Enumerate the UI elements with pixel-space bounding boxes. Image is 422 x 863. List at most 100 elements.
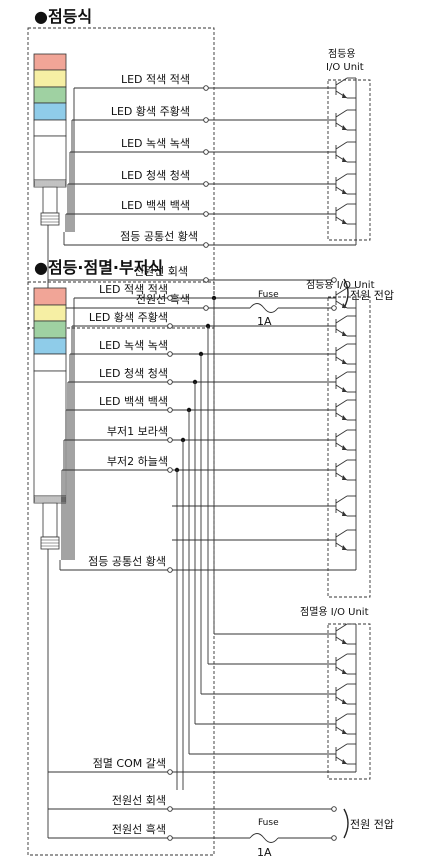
section2-title: ●점등·점멸·부저식 (34, 258, 163, 277)
tower2-yellow-tier (33, 304, 67, 322)
section2-transistors (335, 287, 356, 765)
section2-fuse-label: Fuse (258, 818, 279, 828)
section2-transistor-top-8 (335, 495, 356, 517)
tower2-white-tier (33, 353, 67, 372)
section1-terminal-1 (203, 85, 209, 91)
section2-io-unit-bottom-label: 점멸용 I/O Unit (300, 606, 369, 618)
section2-terminal-5 (167, 407, 173, 413)
tower1-white-tier (33, 119, 67, 137)
section1-power-label: 전원 전압 (350, 289, 394, 302)
section1-transistor-1 (335, 77, 356, 99)
tower1-pole (42, 186, 58, 214)
section2-terminal-4 (167, 379, 173, 385)
tower1-blue-tier (33, 102, 67, 121)
tower1-body (33, 135, 67, 181)
section1-fuse-rating: 1A (257, 315, 272, 328)
tower1-green-tier (33, 86, 67, 104)
section2-terminal-3 (167, 351, 173, 357)
section2-com-label: 점멸 COM 갈색 (93, 756, 166, 770)
section1-power-gray-end (331, 277, 337, 283)
section2-terminal-1 (167, 295, 173, 301)
section2-transistor-top-6 (335, 429, 356, 451)
section1-wire-label-1: LED 적색 적색 (121, 73, 190, 86)
section1-transistor-4 (335, 173, 356, 195)
section2-wire-label-7: 부저2 하늘색 (107, 454, 168, 468)
section2-terminal-6 (167, 437, 173, 443)
section2-transistor-top-5 (335, 399, 356, 421)
section1-terminal-4 (203, 181, 209, 187)
section2-transistor-top-9 (335, 529, 356, 551)
section2-wire-label-1: LED 적색 적색 (99, 283, 168, 296)
section2-io-unit-bottom-box (327, 623, 371, 780)
section1-io-unit-label2: I/O Unit (326, 62, 364, 73)
section1-io-unit-label1: 점등용 (328, 48, 356, 60)
section1-fuse-label: Fuse (258, 290, 279, 300)
section1-transistor-5 (335, 203, 356, 225)
tower2-red-tier (33, 287, 67, 306)
section2-power-black-end (331, 835, 337, 841)
section2-transistor-top-7 (335, 459, 356, 481)
section1-wire-label-4: LED 청색 청색 (121, 169, 190, 182)
section1-power-black-label: 전원선 흑색 (136, 292, 190, 306)
section2-transistor-bottom-4 (335, 713, 356, 735)
section2-power-label: 전원 전압 (350, 818, 394, 831)
section2-common-terminal (167, 567, 173, 573)
section2-transistor-top-1 (335, 287, 356, 309)
section2-transistor-bottom-1 (335, 623, 356, 645)
tower2-body (33, 370, 67, 497)
section2-io-unit-top-label: 점등용 I/O Unit (306, 279, 375, 291)
section2-power-gray-end (331, 806, 337, 812)
section1-terminal-2 (203, 117, 209, 123)
signal-tower-2 (33, 287, 67, 550)
section1-power-black-terminal (203, 305, 209, 311)
section2-transistor-bottom-5 (335, 743, 356, 765)
section2-terminal-7 (167, 467, 173, 473)
section2-wire-label-2: LED 황색 주황색 (89, 311, 168, 324)
section2-transistor-bottom-2 (335, 653, 356, 675)
section1-wire-label-2: LED 황색 주황색 (111, 105, 190, 118)
section1-terminal-5 (203, 211, 209, 217)
section2-wires: LED 적색 적색 LED 황색 주황색 LED 녹색 녹색 LED 청색 청색 LED… (47, 283, 357, 841)
section2-com-terminal (167, 769, 173, 775)
section1-common-label: 점등 공통선 황색 (120, 230, 198, 243)
section2-power-gray-terminal (167, 806, 173, 812)
section2-transistor-bottom-3 (335, 683, 356, 705)
tower2-green-tier (33, 320, 67, 339)
section2-power-gray-label: 전원선 회색 (112, 794, 166, 807)
section1-wires: LED 적색 적색 LED 황색 주황색 LED 녹색 녹색 LED 청색 청색 LED… (47, 73, 357, 311)
tower2-pole (42, 502, 58, 538)
tower2-blue-tier (33, 337, 67, 355)
section2-terminal-2 (167, 323, 173, 329)
section2-common-label: 점등 공통선 황색 (88, 555, 166, 568)
section2-wire-label-6: 부저1 보라색 (107, 425, 168, 438)
section2-wire-label-3: LED 녹색 녹색 (99, 339, 168, 352)
section1-power-black-end (331, 305, 337, 311)
section2-wire-label-5: LED 백색 백색 (99, 395, 168, 408)
section1-terminal-3 (203, 149, 209, 155)
section2-transistor-top-3 (335, 343, 356, 365)
section1-transistor-3 (335, 141, 356, 163)
section2-fuse-rating: 1A (257, 846, 272, 859)
section2-wire-label-4: LED 청색 청색 (99, 367, 168, 380)
section1-power-bracket (343, 278, 349, 309)
section2-power-bracket (343, 808, 349, 839)
section2-transistor-top-4 (335, 371, 356, 393)
section1-io-unit-box (327, 79, 371, 241)
section2-fuse (249, 833, 279, 843)
section1-common-terminal (203, 242, 209, 248)
section1-transistors (335, 77, 356, 225)
section2-transistor-top-2 (335, 315, 356, 337)
tower1-yellow-tier (33, 69, 67, 88)
tower1-red-tier (33, 53, 67, 71)
section1-wire-label-3: LED 녹색 녹색 (121, 137, 190, 150)
section2-io-unit-top-box (327, 296, 371, 598)
section1-tower-box (27, 27, 215, 329)
section1-wire-label-5: LED 백색 백색 (121, 199, 190, 212)
section2-power-black-terminal (167, 835, 173, 841)
section1-power-gray-label: 전원선 회색 (134, 265, 188, 278)
section1-transistor-2 (335, 109, 356, 131)
section1-title: ●점등식 (34, 7, 92, 26)
section2-power-black-label: 전원선 흑색 (112, 822, 166, 836)
